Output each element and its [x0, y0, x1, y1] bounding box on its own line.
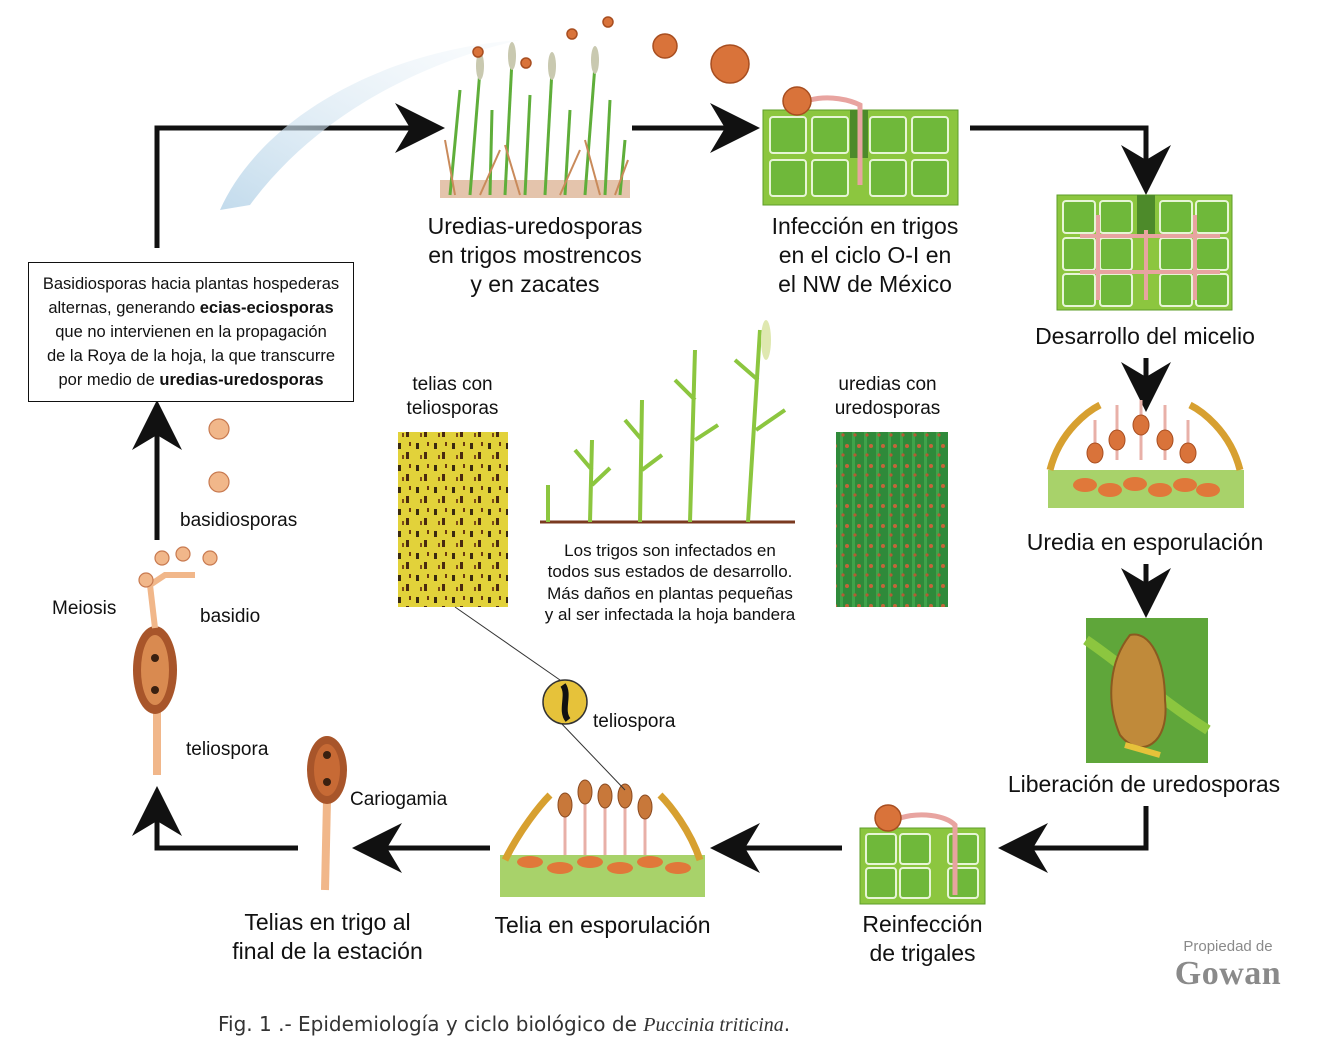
- label-line: Más daños en plantas pequeñas: [547, 583, 793, 603]
- label-line: telias con: [412, 374, 493, 395]
- label-infeccion: Infección en trigos en el ciclo O-I en e…: [745, 212, 985, 298]
- label-reinfeccion: Reinfección de trigales: [830, 910, 1015, 968]
- label-basidiosporas: basidiosporas: [180, 510, 298, 531]
- label-telias-con: telias con teliosporas: [385, 373, 520, 421]
- uredia-leaf-panel: [836, 432, 948, 607]
- basidium-teliospore-illustration: [133, 546, 218, 775]
- label-uredias-zacates: Uredias-uredosporas en trigos mostrencos…: [400, 212, 670, 298]
- caption-prefix: Fig. 1 .- Epidemiología y ciclo biológic…: [218, 1012, 644, 1036]
- watermark-line: Propiedad de: [1183, 938, 1273, 955]
- label-line: teliosporas: [406, 397, 499, 419]
- label-meiosis: Meiosis: [52, 598, 117, 619]
- label-line: Telias en trigo al: [244, 909, 411, 935]
- figure-caption: Fig. 1 .- Epidemiología y ciclo biológic…: [218, 1012, 790, 1037]
- label-uredias-con: uredias con uredosporas: [820, 373, 955, 421]
- grass-clump-illustration: [440, 42, 630, 198]
- arrow-infeccion-to-micelio: [970, 125, 1171, 195]
- label-telia-esporulacion: Telia en esporulación: [494, 912, 711, 938]
- caption-suffix: .: [783, 1012, 791, 1036]
- label-line: final de la estación: [232, 937, 423, 964]
- label-line: y en zacates: [470, 270, 600, 297]
- label-liberacion: Liberación de uredosporas: [1007, 771, 1281, 797]
- basidiospores-illustration: [208, 418, 230, 493]
- label-uredia-esporulacion: Uredia en esporulación: [1026, 529, 1264, 555]
- teliospore-lens-illustration: [454, 606, 626, 791]
- label-teliospora-left: teliospora: [186, 739, 269, 760]
- basidiospores-note-box: Basidiosporas hacia plantas hospederas a…: [28, 262, 354, 402]
- label-basidio: basidio: [200, 606, 261, 627]
- label-line: el NW de México: [778, 270, 952, 297]
- box-bold-text: ecias-eciosporas: [199, 298, 334, 317]
- box-text: por medio de: [58, 370, 160, 389]
- flying-uredospores: [472, 16, 750, 84]
- box-line: por medio de uredias-uredosporas: [37, 369, 345, 393]
- mycelium-tissue-illustration: [1056, 194, 1233, 311]
- cycle-arrows: [132, 103, 1171, 873]
- label-line: Infección en trigos: [771, 213, 959, 239]
- telium-sporulating-illustration: [500, 779, 705, 897]
- wheat-growth-stages-illustration: [540, 320, 795, 524]
- arrow-telias-to-teliospora: [132, 786, 298, 851]
- wind-swoosh: [220, 40, 520, 210]
- arrow-box-to-uredias: [154, 103, 445, 248]
- label-line: Reinfección: [862, 911, 983, 937]
- label-line: Los trigos son infectados en: [564, 541, 776, 560]
- box-text: alternas, generando: [48, 298, 200, 317]
- label-cariogamia: Cariogamia: [350, 789, 448, 810]
- label-line: Uredias-uredosporas: [427, 213, 643, 239]
- label-line: y al ser infectada la hoja bandera: [544, 604, 796, 624]
- label-trigos-texto: Los trigos son infectados en todos sus e…: [515, 540, 825, 625]
- reinfection-tissue-illustration: [859, 804, 986, 905]
- telia-leaf-panel: [398, 432, 508, 607]
- label-line: todos sus estados de desarrollo.: [547, 562, 793, 582]
- label-line: uredias con: [838, 374, 937, 395]
- label-line: de trigales: [869, 939, 976, 966]
- box-line: Basidiosporas hacia plantas hospederas: [42, 275, 340, 293]
- box-line: de la Roya de la hoja, la que transcurre: [46, 346, 335, 365]
- label-micelio: Desarrollo del micelio: [1035, 323, 1255, 349]
- label-line: uredosporas: [834, 397, 941, 419]
- box-line: alternas, generando ecias-eciosporas: [37, 297, 345, 321]
- caption-species: Puccinia triticina: [643, 1014, 784, 1036]
- arrow-liberacion-to-reinfeccion: [998, 806, 1149, 873]
- uredium-sporulating-illustration: [1046, 400, 1244, 508]
- label-telias-trigo: Telias en trigo al final de la estación: [205, 908, 450, 966]
- box-line: que no intervienen en la propagación: [55, 322, 327, 341]
- uredospore-release-leaf-illustration: [1083, 618, 1211, 763]
- label-teliospora-center: teliospora: [593, 711, 676, 732]
- label-line: en trigos mostrencos: [428, 241, 642, 268]
- teliospore-karyogamy-illustration: [307, 736, 347, 891]
- gowan-watermark: Propiedad de Gowan: [1158, 938, 1298, 993]
- label-line: en el ciclo O-I en: [778, 241, 952, 268]
- infection-tissue-illustration: [762, 86, 959, 206]
- box-bold-text: uredias-uredosporas: [159, 370, 324, 389]
- watermark-logo: Gowan: [1174, 955, 1282, 992]
